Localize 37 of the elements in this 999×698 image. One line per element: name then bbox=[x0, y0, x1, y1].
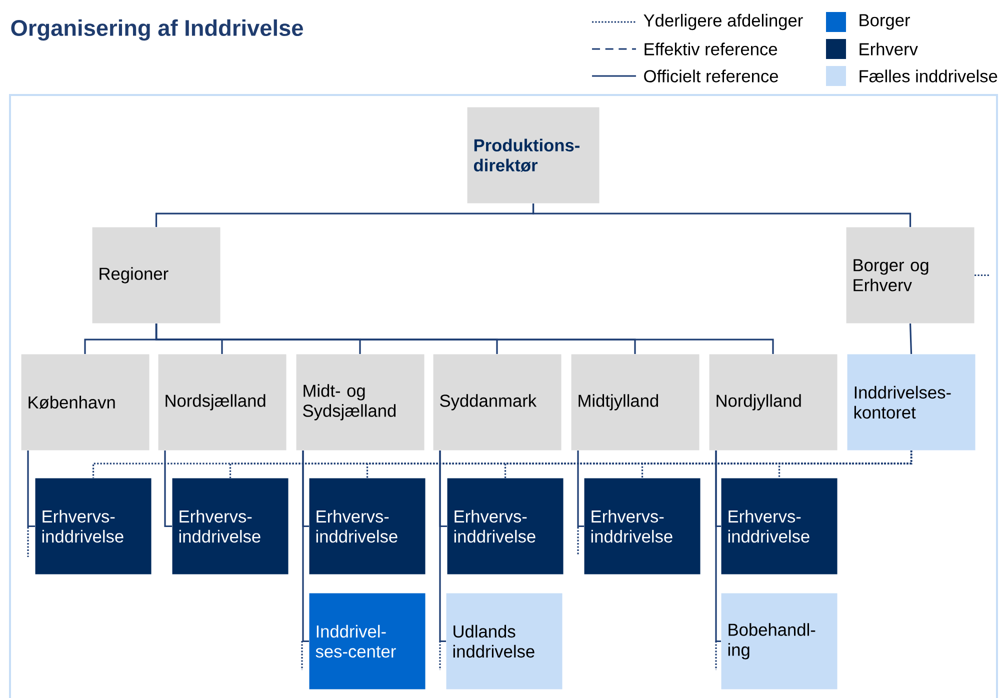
org-box: Erhvervs-inddrivelse bbox=[447, 478, 564, 574]
connector-line bbox=[439, 450, 446, 642]
legend-label: Borger bbox=[860, 14, 910, 30]
org-box: Udlands inddrivelse bbox=[446, 593, 562, 690]
org-box: Syddanmark bbox=[433, 354, 562, 450]
org-box: Erhvervs-inddrivelse bbox=[721, 478, 838, 574]
org-box: Borger og Erhverv bbox=[846, 227, 974, 324]
legend-label: Fælles inddrivelse bbox=[860, 70, 998, 82]
org-box: Bobehandl-ing bbox=[721, 593, 838, 690]
legend-label: Officielt reference bbox=[644, 70, 778, 82]
org-box: Erhvervs-inddrivelse bbox=[309, 478, 426, 574]
org-box: Erhvervs-inddrivelse bbox=[584, 478, 700, 574]
org-box: Produktions-direktør bbox=[467, 107, 600, 204]
org-box: København bbox=[21, 354, 150, 450]
connector-line bbox=[909, 324, 912, 354]
legend-label: Erhverv bbox=[860, 42, 918, 56]
title: Organisering af Inddrivelse bbox=[11, 19, 303, 41]
connector-line bbox=[715, 450, 721, 642]
org-box: Midt- og Sydsjælland bbox=[296, 354, 424, 450]
connector-line bbox=[27, 450, 35, 528]
connector-line bbox=[577, 450, 584, 528]
connector-line bbox=[302, 450, 309, 642]
org-box: Nordsjælland bbox=[158, 354, 286, 450]
connector-line bbox=[155, 324, 774, 354]
connector-line bbox=[164, 450, 172, 528]
org-box: Regioner bbox=[92, 227, 220, 324]
connector-line bbox=[532, 204, 912, 227]
org-box: Inddrivel-ses-center bbox=[309, 593, 426, 690]
org-box: Nordjylland bbox=[709, 354, 838, 450]
org-box: Erhvervs-inddrivelse bbox=[172, 478, 288, 574]
org-box: Erhvervs-inddrivelse bbox=[35, 478, 152, 574]
dotted-connector bbox=[778, 450, 912, 478]
dotted-connector bbox=[974, 274, 990, 276]
org-box: Midtjylland bbox=[571, 354, 700, 450]
legend-label: Yderligere afdelinger bbox=[644, 14, 803, 30]
org-box: Inddrivelses-kontoret bbox=[847, 354, 976, 450]
legend-label: Effektiv reference bbox=[644, 42, 778, 56]
